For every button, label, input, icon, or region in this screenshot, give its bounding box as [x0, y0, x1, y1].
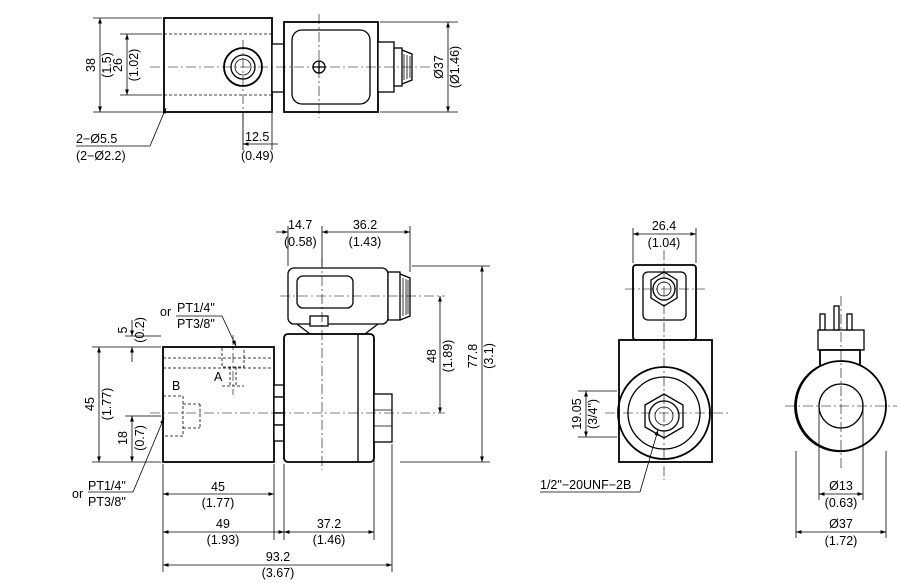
- dim-5: 5: [116, 326, 130, 333]
- dim-19-05-inch: (3/4"): [586, 399, 600, 429]
- dim-45-vertical-inch: (1.77): [100, 388, 114, 421]
- dim-93-2-inch: (3.67): [262, 566, 295, 580]
- port-bot-size-1: PT1/4": [88, 479, 126, 493]
- port-bot-size-2: PT3/8": [88, 495, 126, 509]
- port-label-b: B: [172, 379, 180, 393]
- dim-5-inch: (0.2): [133, 317, 147, 343]
- dim-45-vertical: 45: [83, 397, 97, 411]
- port-top-size-2: PT3/8": [177, 317, 215, 331]
- dim-dia37-top: Ø37: [432, 55, 446, 79]
- dim-12-5: 12.5: [245, 130, 269, 144]
- dim-93-2: 93.2: [266, 550, 290, 564]
- dim-26: 26: [111, 58, 125, 72]
- coil-view: [785, 296, 897, 538]
- dim-26-4-inch: (1.04): [648, 236, 681, 250]
- dim-49-inch: (1.93): [207, 533, 240, 547]
- dim-19-05: 19.05: [570, 398, 584, 429]
- dim-37-2-inch: (1.46): [313, 533, 346, 547]
- dim-77-8: 77.8: [466, 344, 480, 368]
- dim-37-2: 37.2: [317, 517, 341, 531]
- port-bot-or: or: [72, 487, 83, 501]
- dim-48: 48: [425, 349, 439, 363]
- dim-49: 49: [216, 517, 230, 531]
- dim-18-inch: (0.7): [133, 425, 147, 451]
- dim-38-inch: (1.5): [100, 52, 114, 78]
- dim-26-4: 26.4: [652, 219, 676, 233]
- dim-77-8-inch: (3.1): [482, 343, 496, 369]
- hole-dim: 2−Ø5.5: [76, 132, 117, 146]
- dim-dia13: Ø13: [829, 479, 853, 493]
- port-top-size-1: PT1/4": [177, 301, 215, 315]
- dim-45-horizontal-inch: (1.77): [202, 496, 235, 510]
- dim-36-2: 36.2: [353, 218, 377, 232]
- dim-12-5-inch: (0.49): [241, 149, 274, 163]
- front-view: [88, 226, 490, 572]
- dim-14-7: 14.7: [288, 218, 312, 232]
- dim-26-inch: (1.02): [127, 49, 141, 82]
- dim-45-horizontal: 45: [211, 480, 225, 494]
- top-view: [76, 14, 458, 150]
- dim-dia37-top-inch: (Ø1.46): [448, 46, 462, 88]
- port-label-a: A: [214, 370, 223, 384]
- dimension-labels: 38 (1.5) 26 (1.02) Ø37 (Ø1.46) 2−Ø5.5 (2…: [72, 46, 857, 580]
- dim-dia13-inch: (0.63): [825, 496, 858, 510]
- dim-38: 38: [84, 58, 98, 72]
- dim-dia37-coil-inch: (1.72): [825, 534, 858, 548]
- thread-spec: 1/2"−20UNF−2B: [540, 478, 631, 492]
- side-view: [540, 228, 728, 493]
- port-top-or: or: [160, 305, 171, 319]
- dim-18: 18: [116, 431, 130, 445]
- dim-48-inch: (1.89): [441, 340, 455, 373]
- hole-dim-inch: (2−Ø2.2): [76, 149, 126, 163]
- dim-36-2-inch: (1.43): [349, 235, 382, 249]
- dim-dia37-coil: Ø37: [829, 517, 853, 531]
- dim-14-7-inch: (0.58): [284, 235, 317, 249]
